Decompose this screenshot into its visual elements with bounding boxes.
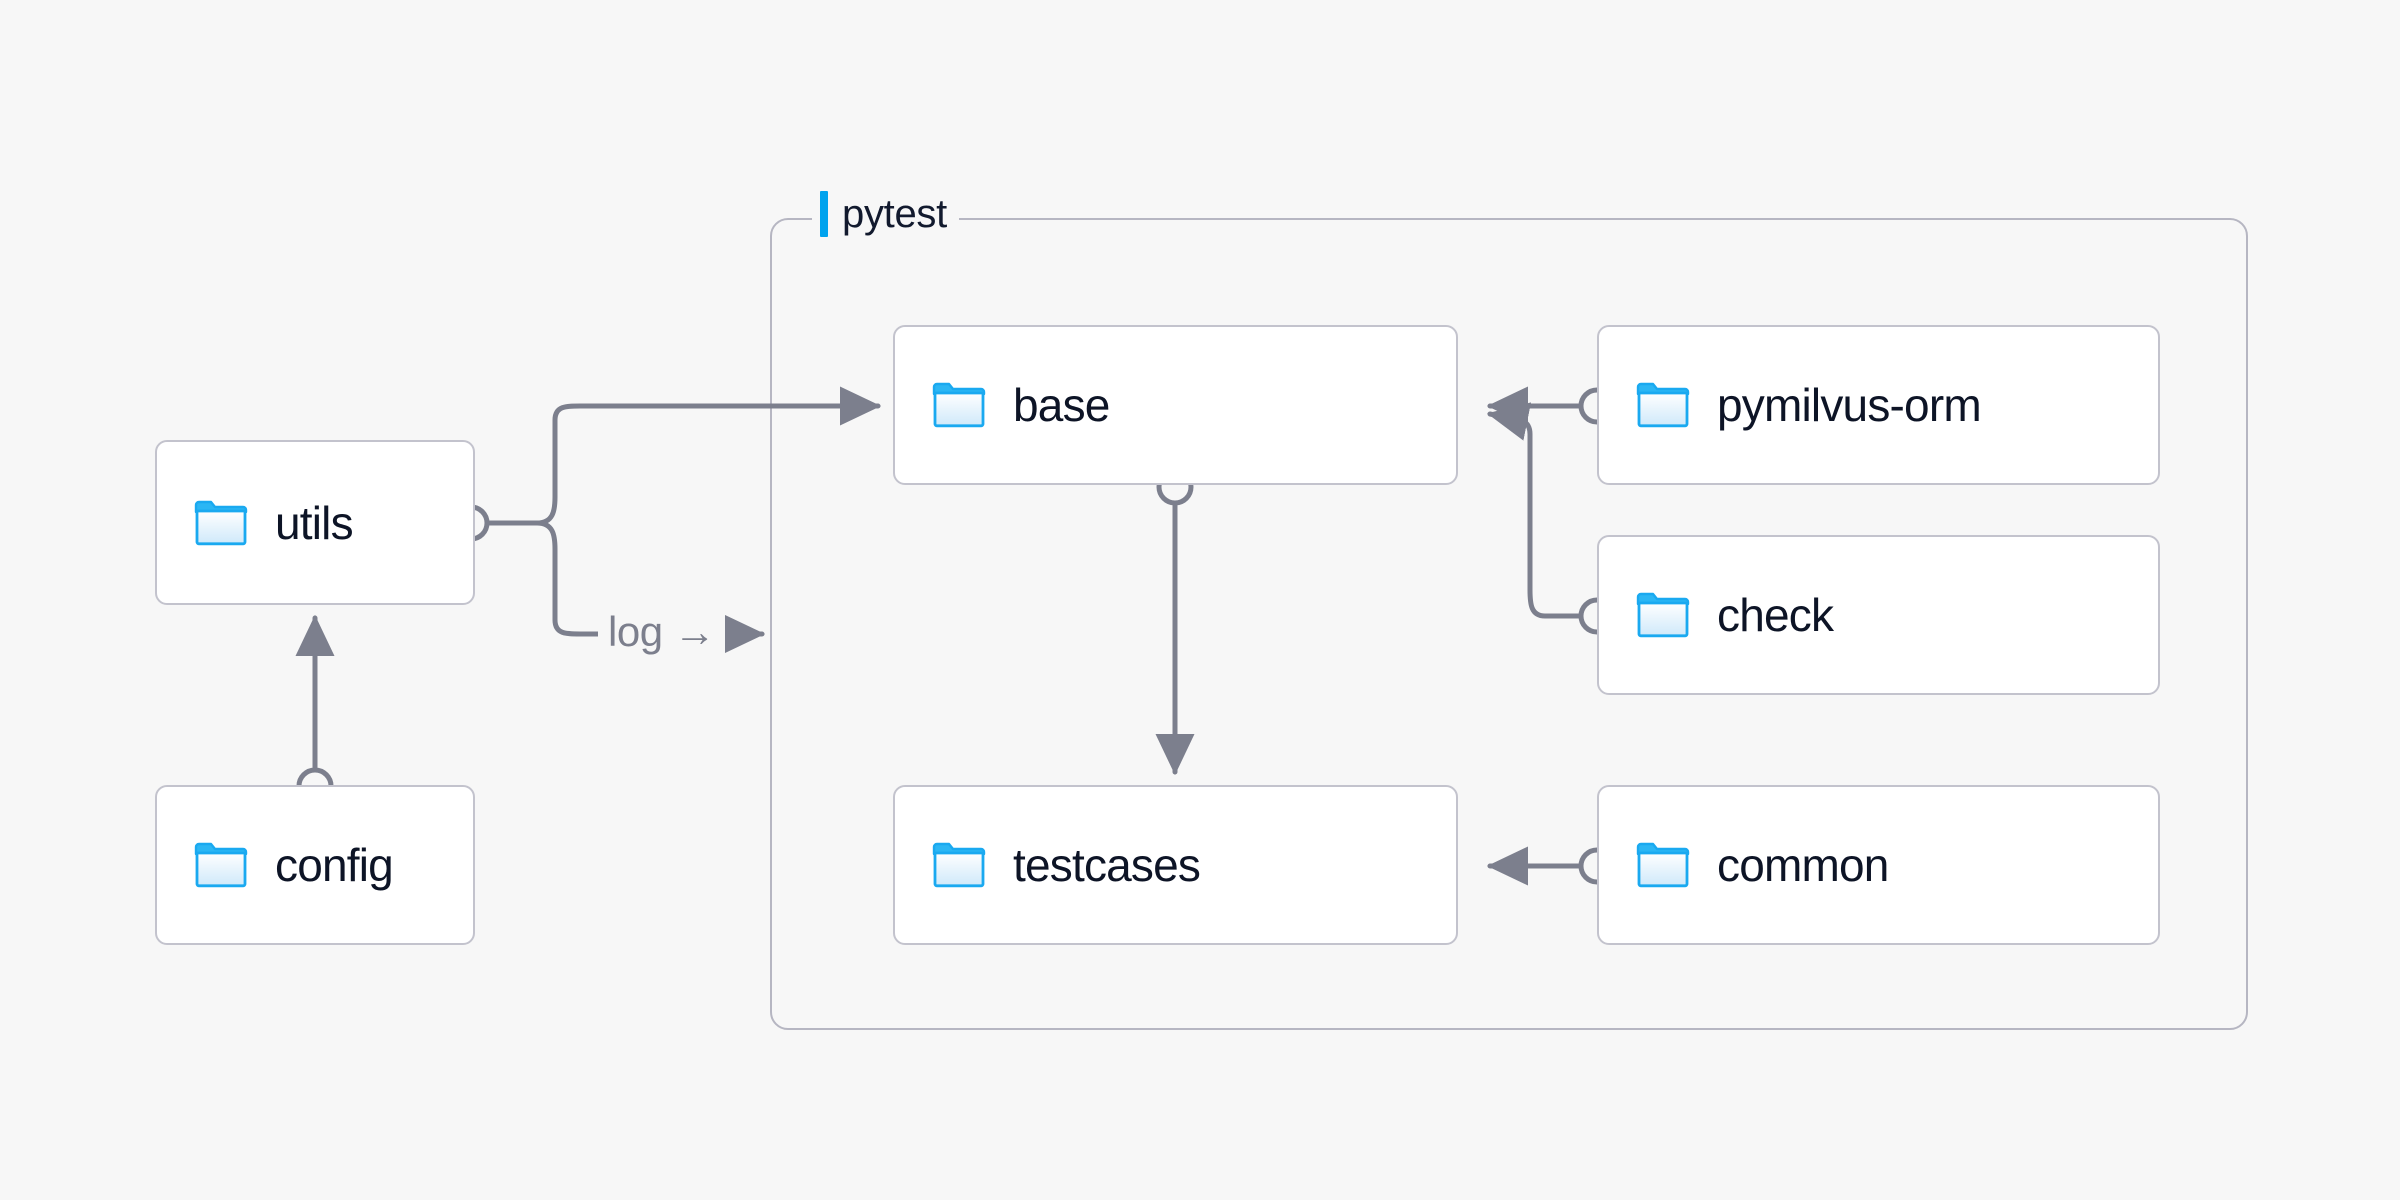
group-label-pytest: pytest xyxy=(812,190,959,238)
wire-utils-to-log xyxy=(534,520,603,637)
group-title-text: pytest xyxy=(842,191,947,236)
node-check[interactable]: check xyxy=(1597,535,2160,695)
node-label: common xyxy=(1717,839,1889,891)
node-pymilvus-orm[interactable]: pymilvus-orm xyxy=(1597,325,2160,485)
folder-icon xyxy=(194,500,248,545)
node-label: pymilvus-orm xyxy=(1717,379,1982,431)
node-label: config xyxy=(275,839,394,891)
folder-icon xyxy=(1636,842,1690,888)
node-base[interactable]: base xyxy=(893,325,1458,485)
node-utils[interactable]: utils xyxy=(155,440,475,605)
folder-icon xyxy=(1636,592,1690,638)
folder-icon xyxy=(932,842,986,888)
folder-icon xyxy=(1636,382,1690,428)
accent-bar-icon xyxy=(820,191,828,237)
node-label: check xyxy=(1717,589,1834,641)
node-common[interactable]: common xyxy=(1597,785,2160,945)
node-label: testcases xyxy=(1013,839,1201,891)
folder-icon xyxy=(194,842,248,888)
node-config[interactable]: config xyxy=(155,785,475,945)
edge-label-log: log → xyxy=(598,608,726,656)
node-label: utils xyxy=(275,496,354,549)
group-frame-pytest xyxy=(770,218,2248,1030)
node-testcases[interactable]: testcases xyxy=(893,785,1458,945)
node-label: base xyxy=(1013,379,1110,431)
folder-icon xyxy=(932,382,986,428)
